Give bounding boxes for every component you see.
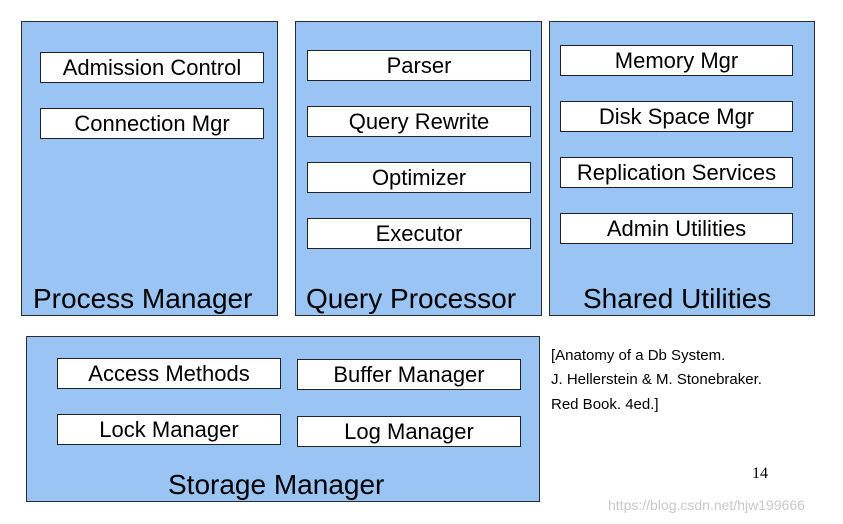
storage-manager-title: Storage Manager — [168, 469, 385, 500]
watermark-url: https://blog.csdn.net/hjw199666 — [608, 497, 805, 513]
replication-services-box: Replication Services — [560, 157, 793, 188]
query-rewrite-box: Query Rewrite — [307, 106, 531, 137]
admin-utilities-box: Admin Utilities — [560, 213, 793, 244]
citation-line-1: [Anatomy of a Db System. — [551, 347, 726, 364]
parser-box: Parser — [307, 50, 531, 81]
citation-line-2: J. Hellerstein & M. Stonebraker. — [551, 371, 762, 388]
shared-utilities-title: Shared Utilities — [583, 283, 772, 314]
access-methods-box: Access Methods — [57, 358, 281, 389]
connection-mgr-box: Connection Mgr — [40, 108, 264, 139]
disk-space-mgr-box: Disk Space Mgr — [560, 101, 793, 132]
buffer-manager-box: Buffer Manager — [297, 359, 521, 390]
page-number: 14 — [752, 465, 768, 482]
admission-control-box: Admission Control — [40, 52, 264, 83]
lock-manager-box: Lock Manager — [57, 414, 281, 445]
executor-box: Executor — [307, 218, 531, 249]
process-manager-title: Process Manager — [33, 283, 253, 314]
optimizer-box: Optimizer — [307, 162, 531, 193]
query-processor-title: Query Processor — [306, 283, 517, 314]
citation-line-3: Red Book. 4ed.] — [551, 396, 659, 413]
log-manager-box: Log Manager — [297, 416, 521, 447]
memory-mgr-box: Memory Mgr — [560, 45, 793, 76]
